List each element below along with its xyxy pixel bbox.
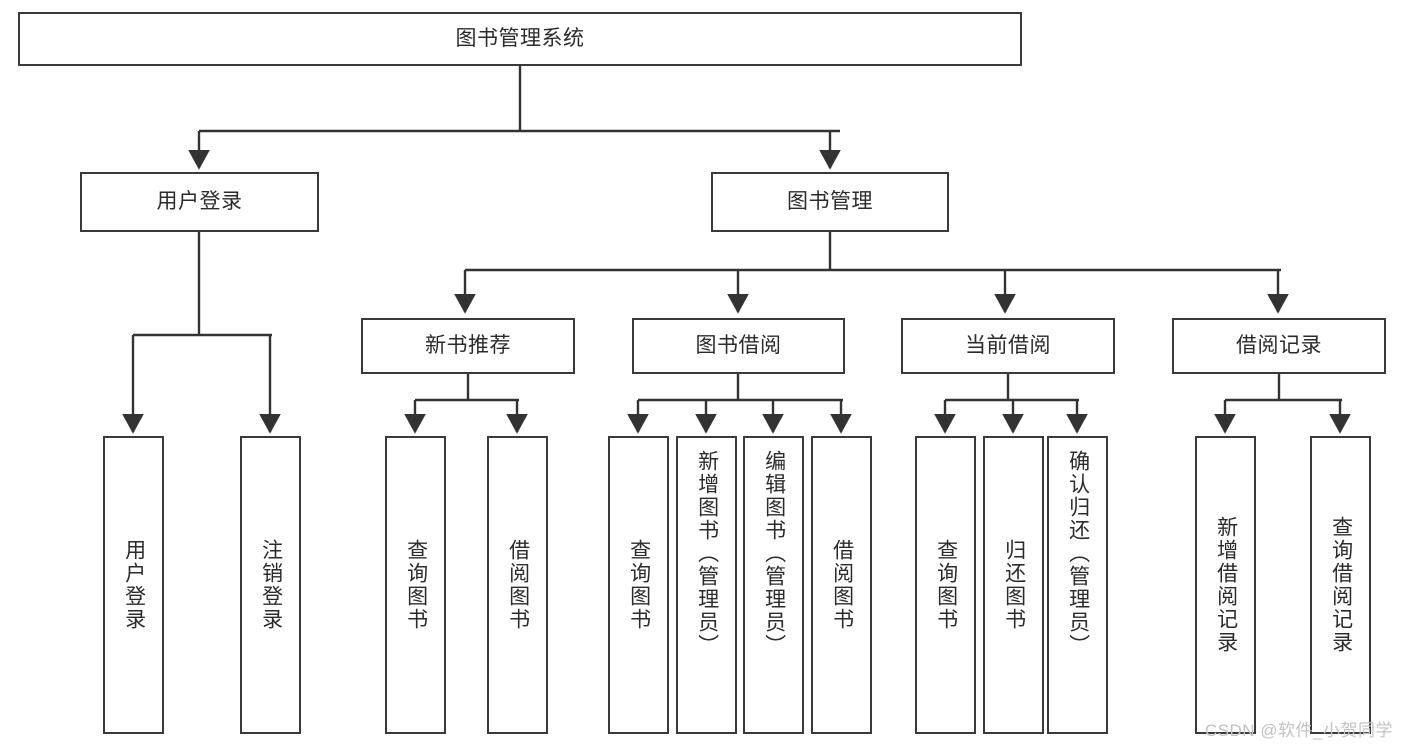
leaf-add-book-label: 新增图书（管理员） <box>695 450 719 657</box>
leaf-edit-book-label: 编辑图书（管理员） <box>762 450 786 657</box>
leaf-borrow-book-1[interactable]: 借阅图书 <box>487 436 548 734</box>
node-book-manage-label: 图书管理 <box>787 190 873 214</box>
leaf-borrow-book-2-label: 借阅图书 <box>830 539 854 631</box>
leaf-borrow-book-1-label: 借阅图书 <box>506 539 530 631</box>
leaf-add-borrow-record[interactable]: 新增借阅记录 <box>1195 436 1256 734</box>
leaf-query-book-3[interactable]: 查询图书 <box>915 436 976 734</box>
node-user-login[interactable]: 用户登录 <box>80 172 319 232</box>
leaf-user-logout[interactable]: 注销登录 <box>240 436 301 734</box>
leaf-confirm-return[interactable]: 确认归还（管理员） <box>1047 436 1108 734</box>
node-borrow-record[interactable]: 借阅记录 <box>1172 318 1386 374</box>
leaf-user-login[interactable]: 用户登录 <box>103 436 164 734</box>
node-book-manage[interactable]: 图书管理 <box>711 172 949 232</box>
leaf-user-login-label: 用户登录 <box>122 539 146 631</box>
node-book-borrow-label: 图书借阅 <box>695 334 782 358</box>
leaf-return-book-label: 归还图书 <box>1002 539 1026 631</box>
leaf-query-book-3-label: 查询图书 <box>934 539 958 631</box>
node-root[interactable]: 图书管理系统 <box>18 12 1022 66</box>
leaf-query-borrow-record-label: 查询借阅记录 <box>1329 516 1353 654</box>
leaf-user-logout-label: 注销登录 <box>259 539 283 631</box>
node-book-borrow[interactable]: 图书借阅 <box>632 318 845 374</box>
node-user-login-label: 用户登录 <box>156 190 243 214</box>
leaf-query-book-1-label: 查询图书 <box>404 539 428 631</box>
leaf-confirm-return-label: 确认归还（管理员） <box>1066 450 1090 657</box>
leaf-query-book-2-label: 查询图书 <box>627 539 651 631</box>
node-current-borrow-label: 当前借阅 <box>965 334 1051 358</box>
watermark: CSDN @软件_小贺同学 <box>1204 721 1393 740</box>
leaf-add-book[interactable]: 新增图书（管理员） <box>676 436 737 734</box>
node-current-borrow[interactable]: 当前借阅 <box>901 318 1115 374</box>
leaf-query-book-1[interactable]: 查询图书 <box>385 436 446 734</box>
leaf-return-book[interactable]: 归还图书 <box>983 436 1044 734</box>
leaf-edit-book[interactable]: 编辑图书（管理员） <box>743 436 804 734</box>
node-new-book-recommend[interactable]: 新书推荐 <box>361 318 575 374</box>
node-root-label: 图书管理系统 <box>455 27 585 51</box>
node-new-book-recommend-label: 新书推荐 <box>425 334 511 358</box>
leaf-query-borrow-record[interactable]: 查询借阅记录 <box>1310 436 1371 734</box>
leaf-query-book-2[interactable]: 查询图书 <box>608 436 669 734</box>
leaf-add-borrow-record-label: 新增借阅记录 <box>1214 516 1238 654</box>
node-borrow-record-label: 借阅记录 <box>1236 334 1322 358</box>
leaf-borrow-book-2[interactable]: 借阅图书 <box>811 436 872 734</box>
